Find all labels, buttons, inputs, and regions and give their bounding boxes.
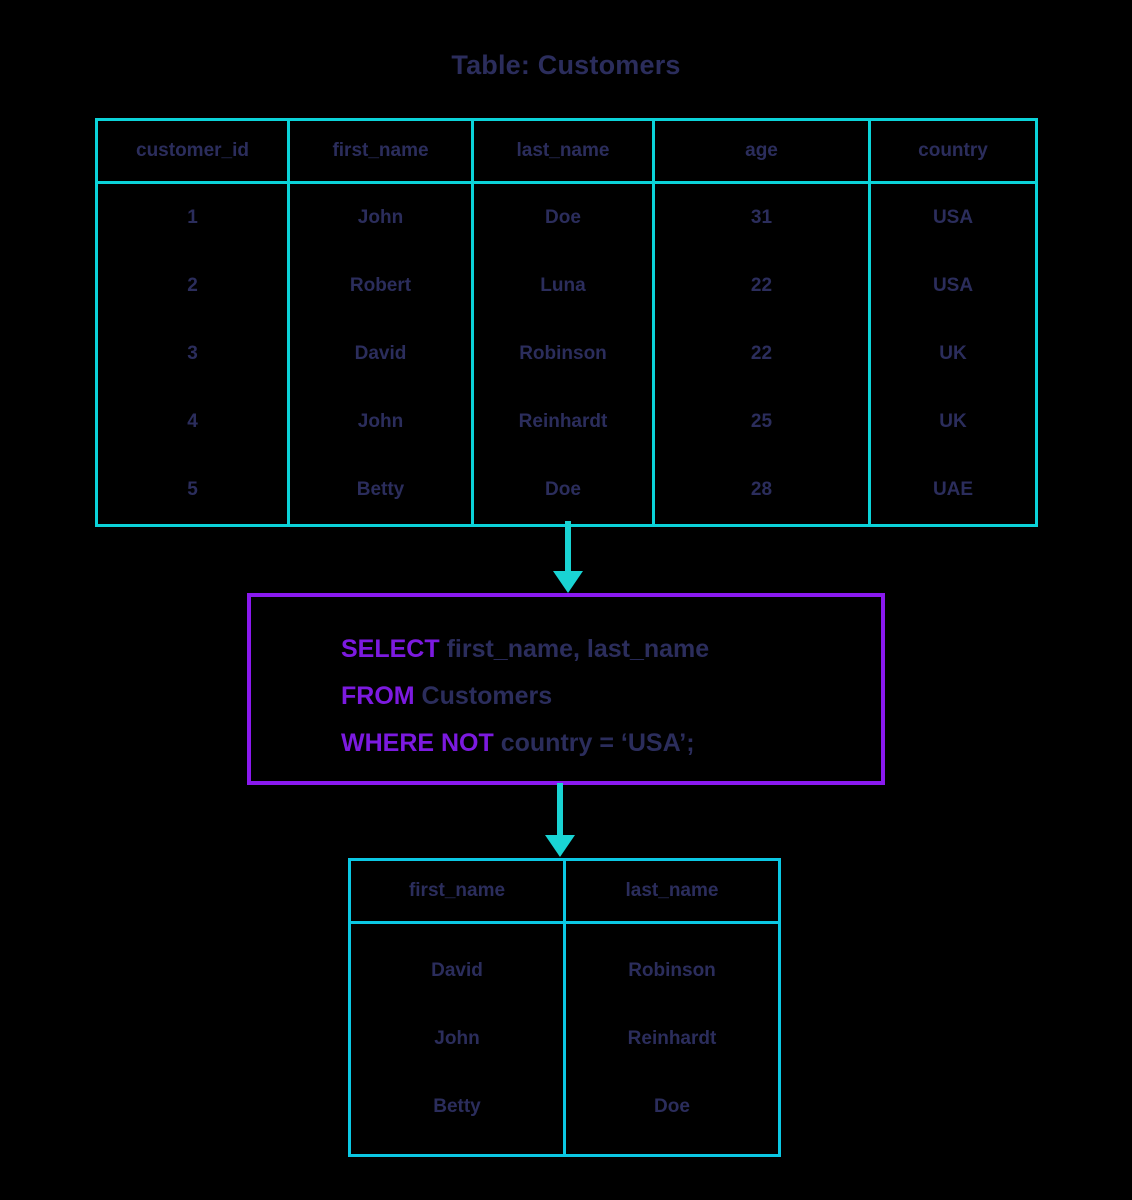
source-table-column-header: first_name xyxy=(287,118,474,184)
result-table-cell: Robinson xyxy=(563,922,781,1005)
source-table-cell: 5 xyxy=(95,456,290,527)
sql-line: SELECT first_name, last_name xyxy=(341,626,709,673)
source-table-cell: David xyxy=(287,320,474,388)
arrow-head xyxy=(553,571,583,593)
source-table-cell: Doe xyxy=(471,456,655,527)
sql-keyword: SELECT xyxy=(341,635,440,663)
source-table-column-header: age xyxy=(652,118,871,184)
result-table-cell: Reinhardt xyxy=(563,1005,781,1073)
result-table-column-header: last_name xyxy=(563,858,781,924)
source-table-column-header: country xyxy=(868,118,1038,184)
arrow-shaft xyxy=(557,783,563,837)
source-table-cell: 4 xyxy=(95,388,290,456)
sql-line: WHERE NOT country = ‘USA’; xyxy=(341,720,709,767)
source-table-cell: UK xyxy=(868,388,1038,456)
result-table-cell: Doe xyxy=(563,1073,781,1157)
source-table-cell: 22 xyxy=(652,320,871,388)
source-table-cell: Robert xyxy=(287,252,474,320)
sql-line: FROM Customers xyxy=(341,673,709,720)
source-table-cell: Luna xyxy=(471,252,655,320)
source-table-cell: USA xyxy=(868,252,1038,320)
sql-operand: first_name, last_name xyxy=(439,635,710,663)
source-table-column-header: last_name xyxy=(471,118,655,184)
source-table-cell: John xyxy=(287,388,474,456)
arrow-shaft xyxy=(565,521,571,573)
result-table-column-header: first_name xyxy=(348,858,566,924)
result-table-cell: Betty xyxy=(348,1073,566,1157)
source-table-cell: UAE xyxy=(868,456,1038,527)
arrow-table-to-query-icon xyxy=(546,521,590,595)
result-table-cell: John xyxy=(348,1005,566,1073)
sql-operand: Customers xyxy=(414,682,553,710)
source-table-cell: Reinhardt xyxy=(471,388,655,456)
source-table-cell: 28 xyxy=(652,456,871,527)
source-table-cell: 25 xyxy=(652,388,871,456)
sql-keyword: FROM xyxy=(341,682,415,710)
source-table-cell: 2 xyxy=(95,252,290,320)
source-table-cell: Doe xyxy=(471,182,655,252)
source-table-cell: 3 xyxy=(95,320,290,388)
arrow-head xyxy=(545,835,575,857)
source-table-cell: 1 xyxy=(95,182,290,252)
source-table-cell: 22 xyxy=(652,252,871,320)
source-table-cell: USA xyxy=(868,182,1038,252)
source-table-cell: John xyxy=(287,182,474,252)
arrow-query-to-result-icon xyxy=(538,783,582,859)
source-table-cell: 31 xyxy=(652,182,871,252)
page-title: Table: Customers xyxy=(451,50,681,80)
source-table-cell: UK xyxy=(868,320,1038,388)
sql-keyword: WHERE NOT xyxy=(341,729,494,757)
result-table-cell: David xyxy=(348,922,566,1005)
source-table-cell: Betty xyxy=(287,456,474,527)
source-table-column-header: customer_id xyxy=(95,118,290,184)
sql-operand: country = ‘USA’; xyxy=(493,729,695,757)
source-table-cell: Robinson xyxy=(471,320,655,388)
